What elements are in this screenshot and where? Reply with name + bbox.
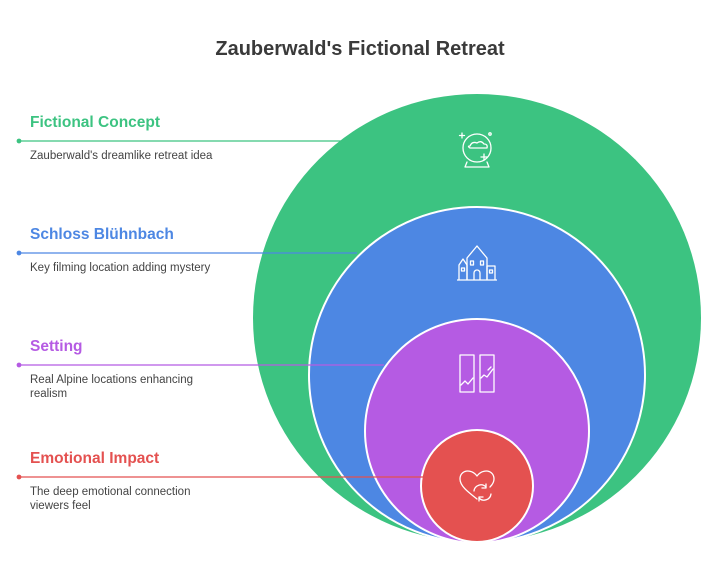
description-schloss-bluhnbach: Key filming location adding mystery (30, 262, 211, 274)
diagram-title: Zauberwald's Fictional Retreat (215, 38, 505, 60)
heading-emotional-impact: Emotional Impact (30, 450, 160, 467)
description-emotional-impact: The deep emotional connection viewers fe… (30, 486, 191, 512)
label-schloss-bluhnbach: Schloss Blühnbach Key filming location a… (30, 225, 250, 275)
heart-cycle-icon (459, 470, 495, 502)
heading-fictional-concept: Fictional Concept (30, 114, 161, 131)
label-fictional-concept: Fictional Concept Zauberwald's dreamlike… (30, 113, 250, 163)
label-emotional-impact: Emotional Impact The deep emotional conn… (30, 449, 210, 513)
alpine-window-icon (459, 354, 495, 393)
connector-emotional-impact (16, 474, 424, 480)
connector-fictional-concept (16, 138, 343, 144)
connector-setting (16, 362, 384, 368)
crystal-ball-icon (458, 132, 492, 168)
connector-schloss-bluhnbach (16, 250, 357, 256)
label-setting: Setting Real Alpine locations enhancing … (30, 337, 210, 401)
description-setting: Real Alpine locations enhancing realism (30, 374, 194, 400)
heading-schloss-bluhnbach: Schloss Blühnbach (30, 226, 174, 243)
heading-setting: Setting (30, 338, 83, 355)
description-fictional-concept: Zauberwald's dreamlike retreat idea (30, 150, 213, 162)
castle-icon (457, 245, 497, 281)
